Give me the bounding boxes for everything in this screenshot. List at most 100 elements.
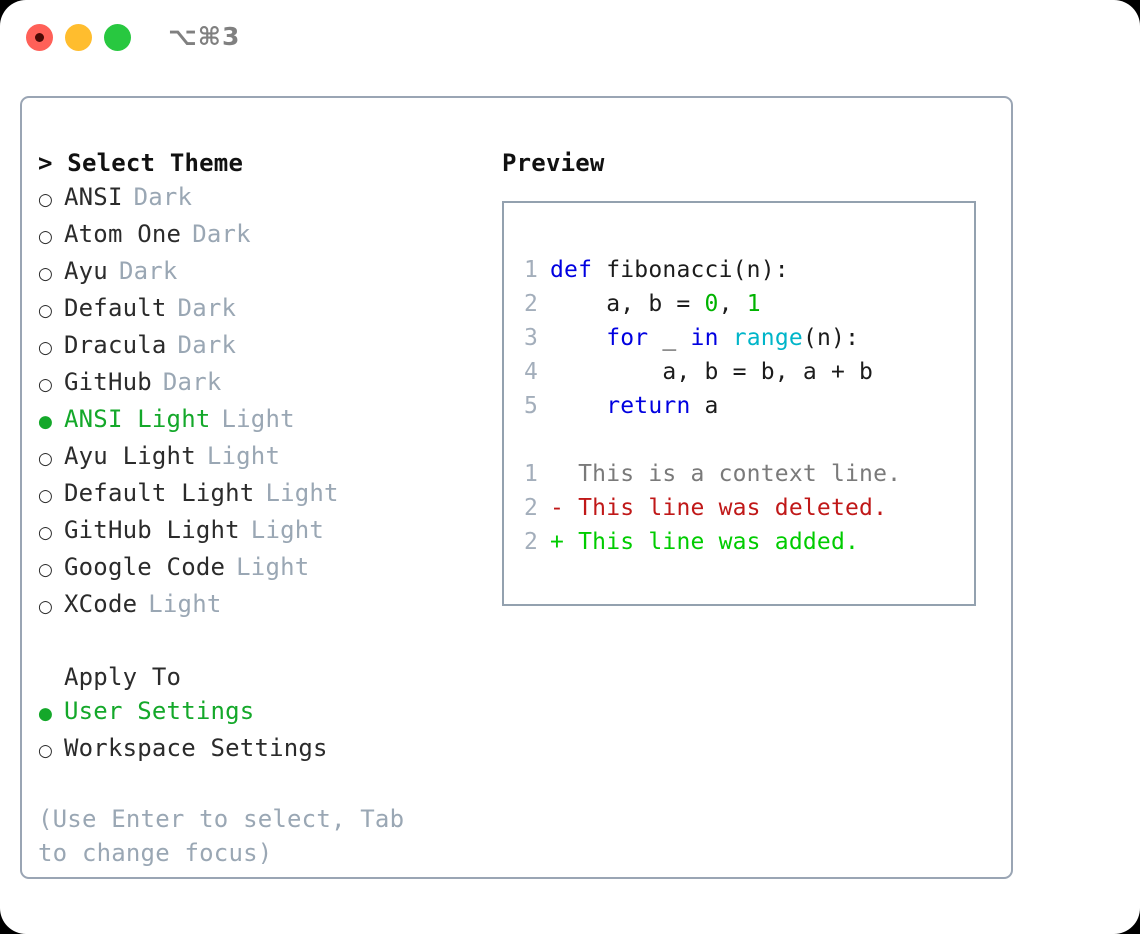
line-number: 1 (523, 257, 538, 283)
code-token: a, b = b, a + b (550, 359, 874, 385)
keyboard-hint-text: (Use Enter to select, Tab to change focu… (38, 805, 405, 867)
theme-option-label: Default (64, 294, 167, 322)
radio-unselected-icon: ○ (38, 264, 54, 284)
radio-unselected-icon: ○ (38, 741, 54, 761)
code-token: a, b = (550, 291, 705, 317)
code-line-content: a, b = 0, 1 (550, 287, 761, 321)
window-controls (26, 24, 131, 51)
theme-option-label: ANSI (64, 183, 123, 211)
line-number: 2 (523, 291, 538, 317)
maximize-button[interactable] (104, 24, 131, 51)
theme-option[interactable]: ○ Ayu Dark (38, 254, 478, 291)
theme-option-tag: Light (236, 553, 310, 581)
keyboard-shortcut-label: ⌥⌘3 (168, 22, 241, 51)
radio-unselected-icon: ○ (38, 560, 54, 580)
code-spacer (504, 423, 974, 457)
line-number: 4 (523, 359, 538, 385)
line-number: 5 (523, 393, 538, 419)
diff-line-text: This line was added. (564, 529, 860, 555)
code-line-content: for _ in range(n): (550, 321, 859, 355)
theme-option[interactable]: ○ Dracula Dark (38, 328, 478, 365)
theme-option-label: Atom One (64, 220, 182, 248)
code-token: fibonacci(n): (606, 257, 789, 283)
radio-unselected-icon: ○ (38, 301, 54, 321)
line-number: 2 (523, 495, 538, 521)
code-line: 2 a, b = 0, 1 (504, 287, 974, 321)
radio-unselected-icon: ○ (38, 597, 54, 617)
apply-to-option-label: Workspace Settings (64, 734, 328, 762)
code-token: 1 (746, 291, 761, 317)
theme-option-tag: Dark (177, 294, 237, 322)
theme-option-label: Google Code (64, 553, 226, 581)
theme-option-tag: Dark (133, 183, 193, 211)
code-token: 0 (704, 291, 719, 317)
apply-to-option-label: User Settings (64, 697, 255, 725)
apply-to-option[interactable]: ○ Workspace Settings (38, 731, 478, 768)
theme-option-tag: Dark (177, 331, 237, 359)
code-token (550, 393, 606, 419)
theme-option-label: Dracula (64, 331, 167, 359)
theme-option[interactable]: ○ Default Dark (38, 291, 478, 328)
title-bar: ⌥⌘3 (0, 0, 1140, 78)
theme-option-tag: Light (250, 516, 325, 544)
select-theme-heading: > Select Theme (38, 149, 244, 177)
diff-marker: + (550, 529, 565, 555)
apply-to-heading: Apply To (64, 663, 182, 691)
diff-marker: - (550, 495, 565, 521)
theme-option[interactable]: ○ XCode Light (38, 587, 478, 624)
code-line: 3 for _ in range(n): (504, 321, 974, 355)
diff-line: 1 This is a context line. (504, 457, 974, 491)
theme-option[interactable]: ● ANSI Light Light (38, 402, 478, 439)
theme-option-label: GitHub Light (64, 516, 240, 544)
code-token: in (690, 325, 719, 351)
theme-option-label: XCode (64, 590, 138, 618)
code-line-content: return a (550, 389, 719, 423)
radio-selected-icon: ● (38, 412, 54, 432)
minimize-button[interactable] (65, 24, 92, 51)
theme-option[interactable]: ○ Google Code Light (38, 550, 478, 587)
theme-option-label: ANSI Light (64, 405, 211, 433)
theme-option-label: Ayu (64, 257, 108, 285)
close-button[interactable] (26, 24, 53, 51)
code-line: 1 def fibonacci(n): (504, 253, 974, 287)
radio-unselected-icon: ○ (38, 338, 54, 358)
code-token: def (550, 257, 607, 283)
code-token: _ (648, 325, 691, 351)
diff-line: 2 + This line was added. (504, 525, 974, 559)
theme-option-tag: Light (148, 590, 222, 618)
theme-option[interactable]: ○ GitHub Light Light (38, 513, 478, 550)
code-token: for (606, 325, 649, 351)
apply-to-list: ● User Settings ○ Workspace Settings (38, 694, 478, 768)
theme-option-tag: Dark (162, 368, 222, 396)
code-token (719, 325, 733, 351)
radio-unselected-icon: ○ (38, 227, 54, 247)
preview-heading: Preview (502, 149, 605, 177)
radio-unselected-icon: ○ (38, 523, 54, 543)
theme-option-tag: Dark (118, 257, 178, 285)
radio-unselected-icon: ○ (38, 449, 54, 469)
apply-to-option[interactable]: ● User Settings (38, 694, 478, 731)
diff-line-text: This is a context line. (564, 461, 902, 487)
radio-selected-icon: ● (38, 704, 54, 724)
theme-option-label: GitHub (64, 368, 152, 396)
diff-line-text: This line was deleted. (564, 495, 888, 521)
line-number: 2 (523, 529, 538, 555)
code-token: (n): (802, 325, 860, 351)
theme-option-label: Ayu Light (64, 442, 196, 470)
code-token: a (690, 393, 719, 419)
code-line-content: def fibonacci(n): (550, 253, 789, 287)
code-token: return (606, 393, 691, 419)
code-token: range (732, 325, 803, 351)
theme-option-tag: Light (221, 405, 295, 433)
theme-option-label: Default Light (64, 479, 255, 507)
